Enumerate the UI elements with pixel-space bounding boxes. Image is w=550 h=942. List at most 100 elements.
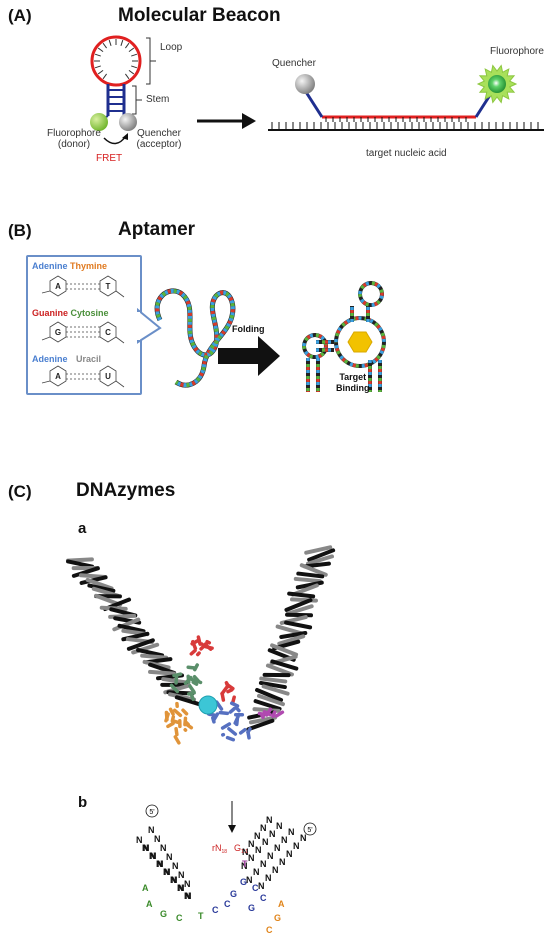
pair3-labels: Adenine Uracil — [32, 354, 101, 364]
svg-text:N: N — [262, 837, 269, 847]
cytosine-label: Cytosine — [70, 308, 109, 318]
dnazyme-3d-structure — [65, 545, 336, 745]
svg-text:N: N — [286, 849, 293, 859]
svg-text:C: C — [266, 925, 273, 935]
svg-text:N: N — [136, 835, 143, 845]
fluorophore-donor-sphere — [90, 113, 108, 131]
base-g: G — [55, 328, 61, 337]
svg-text:N: N — [266, 815, 273, 825]
svg-text:N: N — [242, 847, 249, 857]
section-a-title: Molecular Beacon — [118, 5, 281, 26]
fluorophore-right-label: Fluorophore — [490, 46, 544, 57]
svg-text:C: C — [260, 893, 267, 903]
cleavage-rn: rN18 — [212, 843, 227, 855]
quencher-acceptor-sphere — [119, 113, 137, 131]
stem-bracket — [132, 85, 142, 115]
adenine-label-1: Adenine — [32, 261, 68, 271]
svg-text:G: G — [160, 909, 167, 919]
base-c: C — [105, 328, 111, 337]
subpanel-a-label: a — [78, 520, 87, 537]
folding-label: Folding — [232, 324, 265, 334]
svg-text:N: N — [260, 859, 267, 869]
svg-text:N: N — [281, 835, 288, 845]
svg-text:N: N — [171, 875, 178, 885]
svg-text:N: N — [253, 867, 260, 877]
fret-label: FRET — [96, 153, 123, 164]
base-a-2: A — [55, 372, 61, 381]
section-a-letter: (A) — [8, 6, 32, 25]
folded-aptamer — [302, 281, 386, 392]
target-binding-line2: Binding — [336, 383, 370, 393]
svg-text:N: N — [150, 851, 157, 861]
base-u: U — [105, 372, 111, 381]
svg-text:N: N — [246, 875, 253, 885]
base-t: T — [106, 282, 111, 291]
svg-text:C: C — [212, 905, 219, 915]
guanine-label: Guanine — [32, 308, 69, 318]
svg-text:N: N — [255, 845, 262, 855]
base-a-1: A — [55, 282, 61, 291]
svg-text:N: N — [293, 841, 300, 851]
fret-arrow — [103, 135, 127, 145]
svg-text:C: C — [224, 899, 231, 909]
quencher-acceptor-label: Quencher (acceptor) — [132, 128, 186, 150]
dnazyme-secondary-structure: 5' 5' NNNNNNNNNNNNNNNNNNNNNNNNNNNNNNNNNN… — [136, 801, 317, 935]
quencher-right-sphere — [295, 74, 315, 94]
svg-text:N: N — [149, 851, 156, 861]
stem-label: Stem — [146, 94, 170, 105]
transition-arrow — [197, 113, 256, 129]
svg-text:A: A — [142, 883, 149, 893]
svg-text:N: N — [288, 827, 295, 837]
svg-text:N: N — [154, 834, 161, 844]
svg-text:N: N — [170, 875, 177, 885]
svg-text:T: T — [242, 859, 248, 869]
section-c-title: DNAzymes — [76, 480, 176, 501]
loop-label: Loop — [160, 42, 183, 53]
folding-arrow — [218, 336, 280, 376]
svg-text:C: C — [252, 883, 259, 893]
pair1-labels: Adenine Thymine — [32, 261, 107, 271]
fluorophore-donor-label: Fluorophore (donor) — [42, 128, 106, 150]
svg-text:N: N — [276, 821, 283, 831]
svg-text:N: N — [254, 831, 261, 841]
svg-text:N: N — [178, 870, 185, 880]
svg-text:N: N — [185, 891, 192, 901]
five-prime-left-circle — [145, 804, 159, 818]
pair2-labels: Guanine Cytosine — [32, 308, 109, 318]
loop-bracket — [146, 37, 156, 85]
five-prime-left: 5' — [149, 809, 154, 816]
svg-text:N: N — [148, 825, 155, 835]
aptamer-folding-diagram — [135, 281, 386, 392]
svg-text:G: G — [274, 913, 281, 923]
svg-text:C: C — [176, 913, 183, 923]
target-nucleic-acid-label: target nucleic acid — [366, 148, 447, 159]
svg-text:N: N — [241, 861, 248, 871]
beacon-stem — [99, 84, 129, 121]
svg-text:N: N — [172, 861, 179, 871]
metal-ion-sphere — [198, 695, 218, 715]
target-binding-line1: Target — [339, 372, 367, 382]
svg-text:N: N — [260, 823, 267, 833]
fluorophore-donor-line1: Fluorophore — [47, 128, 101, 139]
svg-text:N: N — [177, 883, 184, 893]
target-nucleic-acid-strand — [268, 91, 544, 131]
subpanel-b-label: b — [78, 794, 88, 811]
target-molecule-hexagon — [347, 331, 373, 353]
svg-text:G: G — [248, 903, 255, 913]
five-prime-right-circle — [303, 822, 317, 836]
svg-text:N: N — [156, 859, 163, 869]
svg-text:G: G — [230, 889, 237, 899]
molecular-beacon-diagram — [90, 35, 544, 145]
svg-text:T: T — [198, 911, 204, 921]
svg-text:N: N — [248, 853, 255, 863]
adenine-label-2: Adenine — [32, 354, 68, 364]
svg-text:N: N — [258, 881, 265, 891]
svg-text:G: G — [240, 877, 247, 887]
svg-text:N: N — [272, 865, 279, 875]
svg-text:N: N — [269, 829, 276, 839]
svg-text:N: N — [300, 833, 307, 843]
svg-text:N: N — [274, 843, 281, 853]
svg-text:N: N — [265, 873, 272, 883]
svg-text:N: N — [143, 843, 150, 853]
base-pair-legend-box: Adenine Thymine Guanine Cytosine Adenine… — [26, 255, 142, 395]
